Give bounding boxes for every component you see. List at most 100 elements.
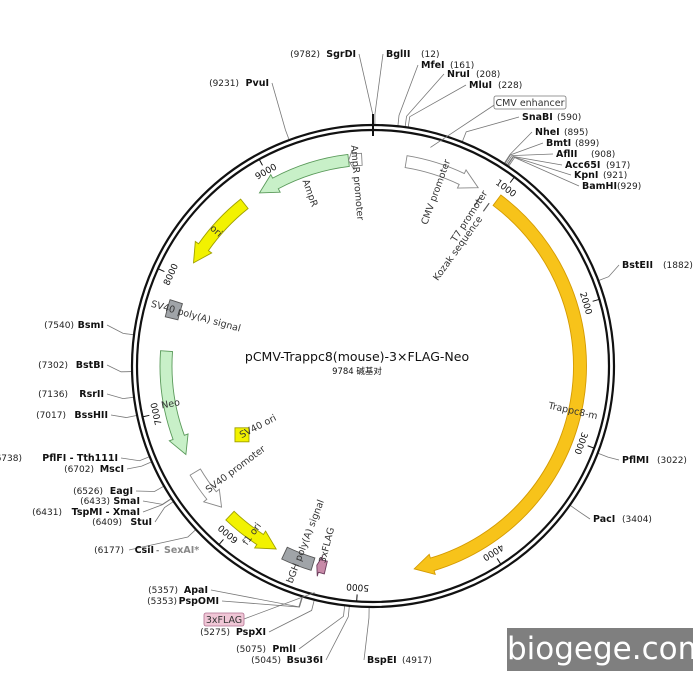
- feature-sv40-promoter-arrow: [189, 468, 223, 508]
- site-leader: [142, 497, 172, 505]
- site-position: (6409): [92, 518, 122, 528]
- tick-mark: [592, 298, 600, 302]
- site-bspei: BspEI(4917): [363, 606, 432, 666]
- feature-ampr-promoter-arrow: [348, 149, 363, 171]
- plasmid-size: 9784 碱基对: [332, 366, 382, 377]
- feature-f1-ori-arrow: [225, 510, 277, 550]
- site-position: (161): [450, 61, 474, 71]
- site-position: (5353): [147, 597, 177, 607]
- boxed-label-cmv-enhancer: CMV enhancer: [430, 95, 567, 148]
- site-leader: [106, 324, 135, 336]
- feature-neo-label: Neo: [160, 397, 181, 411]
- tick-label: 7000: [150, 401, 165, 426]
- feature-ampr-promoter-label: AmpR promoter: [348, 145, 365, 221]
- tick-8000: 8000: [157, 262, 181, 287]
- site-leader: [598, 264, 620, 281]
- site-mlui: MluI (228): [407, 80, 522, 128]
- site-name: PspXI: [236, 627, 266, 638]
- restriction-sites: SgrDI(9782)BglII(12)MfeI(161)NruI(208)Ml…: [0, 49, 693, 666]
- site-bglii: BglII(12): [374, 49, 439, 126]
- tick-mark: [496, 558, 502, 565]
- tick-label: 5000: [346, 581, 370, 593]
- site-kpni: KpnI(921): [507, 156, 627, 181]
- site-position: (7302): [38, 361, 68, 371]
- site-leader: [503, 131, 533, 164]
- site-position: (7017): [36, 411, 66, 421]
- site-leader: [110, 414, 138, 418]
- tick-7000: 7000: [142, 401, 165, 426]
- site-pmli: PmlI(5075): [236, 605, 346, 655]
- site-position: (3022): [657, 456, 687, 466]
- site-bstbi: BstBI(7302): [38, 360, 133, 373]
- tick-label: 1000: [493, 178, 518, 200]
- site-eagi: EagI(6526): [73, 485, 165, 497]
- site-name: MscI: [100, 464, 124, 475]
- site-leader: [404, 73, 445, 128]
- site-pspxi: PspXI (5275): [200, 599, 315, 638]
- site-position: (590): [557, 113, 581, 123]
- site-position: (5275): [200, 628, 230, 638]
- site-leader: [363, 606, 370, 661]
- site-bsu36i: Bsu36I(5045): [251, 605, 350, 666]
- site-name: EagI: [110, 486, 133, 497]
- tick-mark: [142, 414, 150, 418]
- feature-t7-promoter-mark: [474, 196, 481, 206]
- site-leader: [128, 529, 197, 551]
- site-name: SgrDI: [326, 49, 356, 60]
- site-rsrii: RsrII(7136): [38, 389, 135, 400]
- site-name: MfeI: [421, 60, 445, 71]
- site-nhei: NheI(895): [503, 127, 588, 164]
- site-aflii: AflII(908): [505, 149, 615, 166]
- site-pflmi: PflMI (3022): [597, 452, 687, 466]
- site-name: SmaI: [113, 496, 140, 507]
- tag-callout: 3xFLAG: [203, 592, 315, 627]
- site-position: (228): [498, 81, 522, 91]
- tick-2000: 2000: [577, 291, 600, 316]
- site-name: StuI: [130, 517, 152, 528]
- site-leader: [597, 452, 620, 461]
- feature-cmv-promoter-arrow: [404, 155, 480, 189]
- site-bsmi: BsmI(7540): [44, 320, 135, 336]
- feature-3xflag-label: 3xFLAG: [317, 526, 337, 564]
- site-position: (4917): [402, 656, 432, 666]
- feature-sv40-ori-box: [234, 427, 250, 443]
- feature-trappc8-m-arrow: [413, 194, 587, 576]
- ring-outer: [130, 123, 616, 609]
- site-position: (6702): [64, 465, 94, 475]
- site-position: (1882): [663, 261, 693, 271]
- site-position: (12): [421, 50, 439, 60]
- ring-inner: [135, 128, 611, 604]
- site-position: (5357): [148, 586, 178, 596]
- site-leader: [358, 53, 374, 126]
- site-csii: SexAI*-CsiI(6177): [94, 529, 199, 556]
- site-name: BmtI: [546, 138, 571, 149]
- site-name: BsmI: [78, 320, 104, 331]
- tick-mark: [258, 159, 263, 166]
- site-position: (929): [617, 182, 641, 192]
- site-name: Acc65I: [565, 160, 600, 171]
- tick-label: 8000: [162, 262, 181, 287]
- site-position: (3404): [622, 515, 652, 525]
- feature-ori-arrow: [192, 198, 249, 264]
- feature-sv40-poly-a-signal-arrow: [164, 299, 183, 321]
- site-bsteii: BstEII(1882): [598, 260, 693, 281]
- site-leader: [221, 596, 304, 608]
- site-position: (5075): [236, 645, 266, 655]
- site-leader: [298, 605, 346, 650]
- site-name: MluI: [469, 80, 492, 91]
- feature-3xflag-arrow: [316, 555, 328, 577]
- site-position: (6431): [32, 508, 62, 518]
- site-leader: [374, 53, 384, 126]
- site-position: (6433): [80, 497, 110, 507]
- feature-ampr-label: AmpR: [300, 178, 320, 209]
- site-leader: [325, 605, 350, 661]
- site-leader: [508, 157, 580, 187]
- feature-bgh-poly-a-signal-arrow: [281, 546, 316, 571]
- site-name: PflMI: [622, 455, 649, 466]
- site-leader: [154, 501, 174, 523]
- site-position: (5045): [251, 656, 281, 666]
- site-name: CsiI: [135, 545, 154, 556]
- site-name: PvuI: [246, 78, 269, 89]
- boxed-label-frame: [493, 95, 567, 110]
- site-apai: ApaI(5357): [148, 585, 303, 608]
